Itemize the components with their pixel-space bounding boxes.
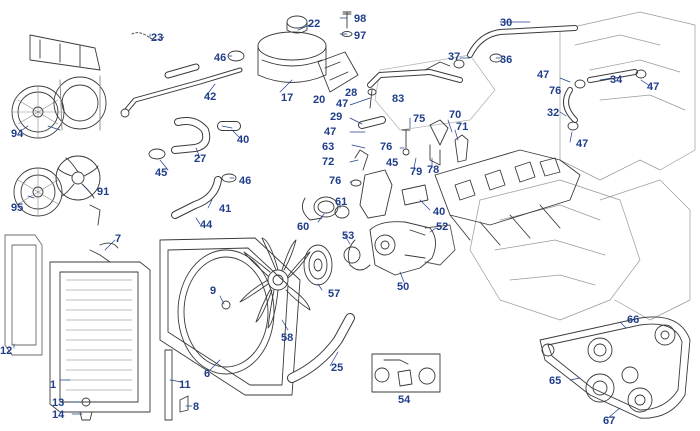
part-47-c-label: 47 — [537, 69, 550, 81]
hose-30 — [467, 25, 578, 63]
part-32-label: 32 — [547, 107, 560, 119]
belt-drive — [539, 316, 691, 419]
water-pump-pulley — [303, 244, 333, 286]
part-47-e-label: 47 — [576, 138, 589, 150]
part-83-label: 83 — [392, 93, 405, 105]
part-67-label: 67 — [603, 415, 616, 427]
part-46-b-label: 46 — [239, 175, 252, 187]
engine-block — [374, 11, 696, 321]
part-61-label: 61 — [335, 196, 348, 208]
radiator-side-tank — [4, 234, 43, 356]
part-9-label: 9 — [210, 285, 217, 297]
cooling-fan — [239, 237, 311, 329]
part-98-label: 98 — [354, 13, 367, 25]
aux-fan-shroud — [53, 75, 107, 131]
part-91-label: 91 — [97, 186, 110, 198]
part-45-b-label: 45 — [386, 157, 399, 169]
part-70-label: 70 — [449, 109, 462, 121]
hose-25 — [287, 313, 355, 383]
part-76-a-label: 76 — [380, 141, 393, 153]
part-46-a-label: 46 — [214, 52, 227, 64]
aux-fan-91 — [55, 155, 101, 226]
hose-42 — [120, 67, 243, 118]
part-75-label: 75 — [413, 113, 426, 125]
part-14-label: 14 — [52, 409, 65, 421]
part-13-label: 13 — [52, 397, 65, 409]
part-34-label: 34 — [610, 74, 623, 86]
part-57-label: 57 — [328, 288, 341, 300]
expansion-tank — [257, 15, 327, 83]
part-7-label: 7 — [115, 233, 122, 245]
part-95-label: 95 — [11, 202, 24, 214]
aux-fan-95 — [13, 167, 63, 217]
part-47-d-label: 47 — [647, 81, 660, 93]
part-6-label: 6 — [204, 368, 211, 380]
part-50-label: 50 — [397, 281, 410, 293]
hose-27 — [171, 117, 211, 154]
part-47-a-label: 47 — [336, 98, 349, 110]
part-58-label: 58 — [281, 332, 294, 344]
hose-83 — [367, 61, 463, 88]
parts-54-box — [371, 353, 441, 393]
part-52-label: 52 — [436, 221, 449, 233]
part-1-label: 1 — [50, 379, 57, 391]
part-20-label: 20 — [313, 94, 326, 106]
part-28-label: 28 — [345, 87, 358, 99]
brackets-lower — [79, 349, 189, 421]
part-41-label: 41 — [219, 203, 232, 215]
part-11-label: 11 — [179, 379, 191, 391]
part-44-label: 44 — [200, 219, 213, 231]
part-40-a-label: 40 — [237, 134, 250, 146]
part-79-label: 79 — [410, 166, 423, 178]
part-42-label: 42 — [204, 91, 217, 103]
hose-34 — [563, 69, 647, 131]
bracket-20 — [317, 51, 359, 93]
part-53-label: 53 — [342, 230, 355, 242]
thermostat-housing — [301, 169, 429, 221]
part-47-b-label: 47 — [324, 126, 337, 138]
part-66-label: 66 — [627, 314, 640, 326]
part-94-label: 94 — [11, 128, 24, 140]
part-60-label: 60 — [297, 221, 310, 233]
fan-bracket — [29, 34, 101, 71]
part-78-label: 78 — [427, 164, 440, 176]
part-54-label: 54 — [398, 394, 411, 406]
leader-lines — [13, 17, 651, 419]
part-17-label: 17 — [281, 92, 294, 104]
part-8-label: 8 — [193, 401, 200, 413]
hose-41 — [171, 176, 222, 219]
sensor-group — [350, 88, 469, 187]
part-27-label: 27 — [194, 153, 207, 165]
part-22-label: 22 — [308, 18, 321, 30]
part-76-b-label: 76 — [329, 175, 342, 187]
fan-shroud — [159, 237, 301, 396]
part-36-label: 36 — [500, 54, 513, 66]
part-23-label: 23 — [151, 32, 164, 44]
part-63-label: 63 — [322, 141, 335, 153]
part-25-label: 25 — [331, 362, 344, 374]
part-76-c-label: 76 — [549, 85, 562, 97]
part-65-label: 65 — [549, 375, 562, 387]
radiator — [49, 242, 151, 413]
part-30-label: 30 — [500, 17, 513, 29]
water-pump — [343, 221, 456, 276]
intake-manifold — [434, 149, 581, 246]
part-40-b-label: 40 — [433, 206, 446, 218]
part-37-label: 37 — [448, 51, 461, 63]
part-12-label: 12 — [0, 345, 13, 357]
part-45-a-label: 45 — [155, 167, 168, 179]
part-97-label: 97 — [354, 30, 367, 42]
part-72-label: 72 — [322, 156, 335, 168]
part-71-label: 71 — [456, 121, 469, 133]
part-29-label: 29 — [330, 111, 343, 123]
